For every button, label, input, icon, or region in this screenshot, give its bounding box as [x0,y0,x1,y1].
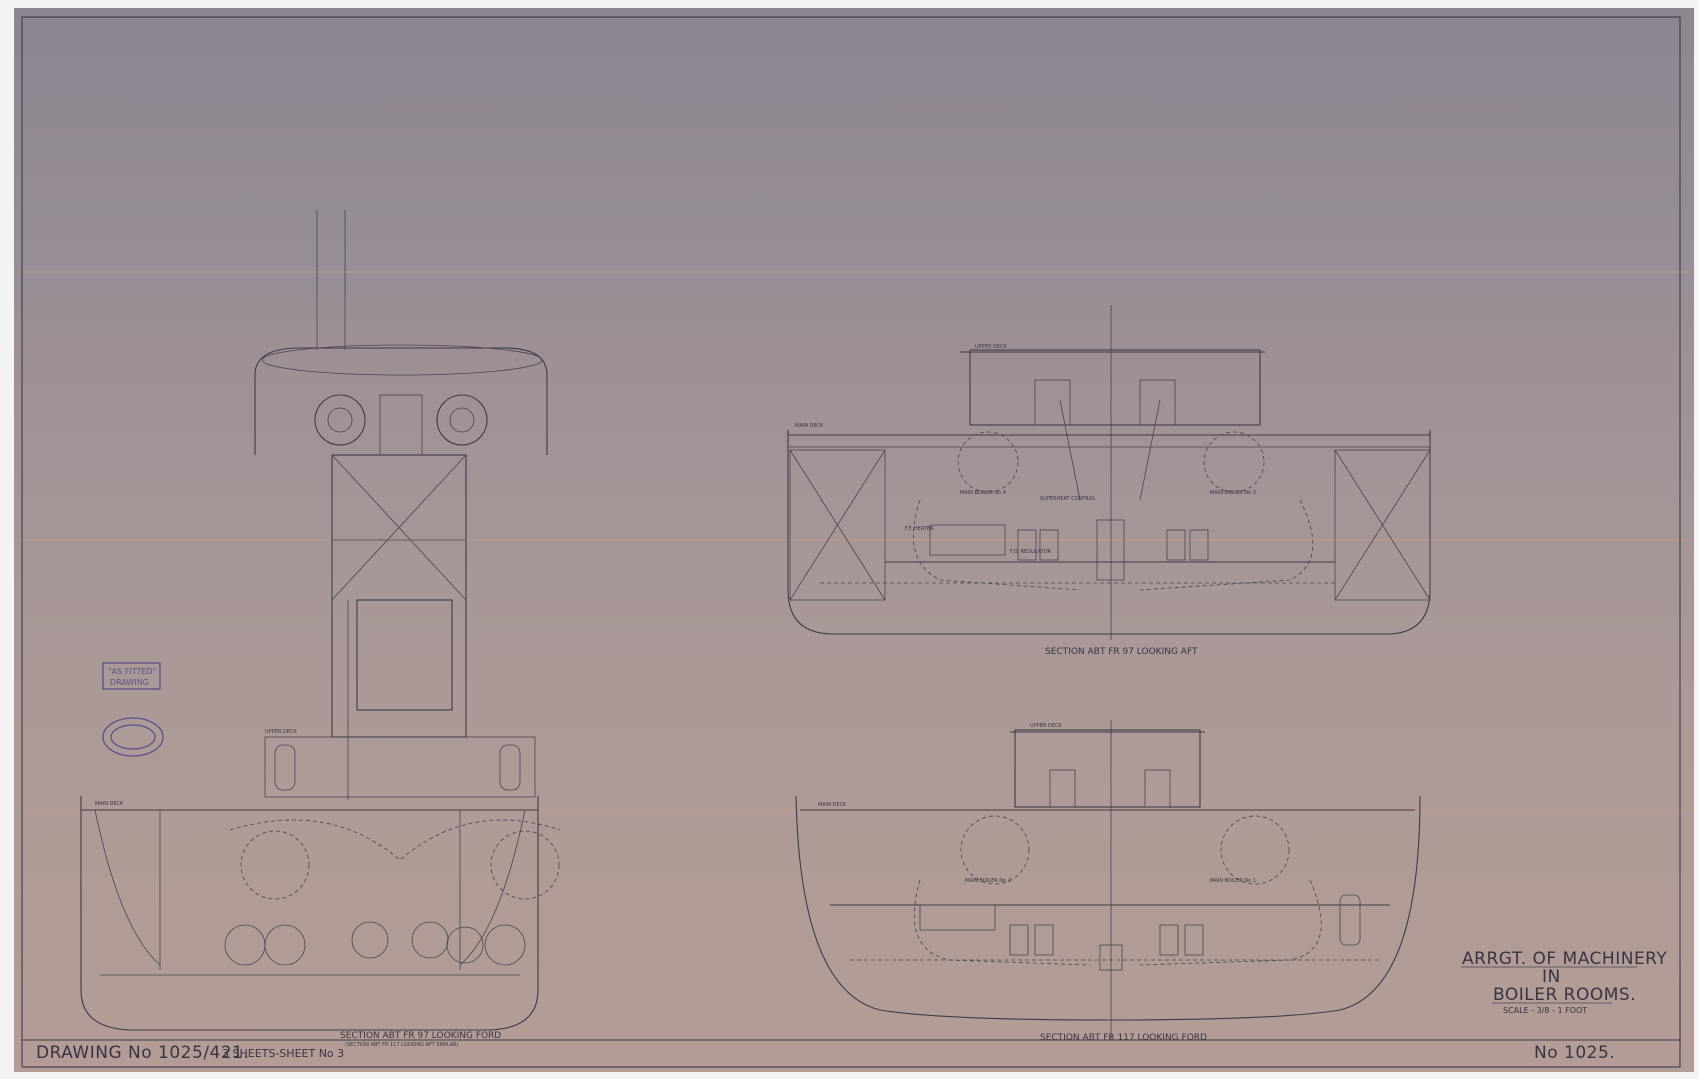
left-upper-deck-label: UPPER DECK [265,729,297,735]
drawing-number: DRAWING No 1025/421. [36,1043,249,1063]
boiler-1-label: MAIN BOILER No 1 [1210,878,1256,884]
boiler-2-label: MAIN BOILER No 2 [965,878,1011,884]
upper-right-upper-deck-label: UPPER DECK [975,344,1007,350]
lower-right-section-drawing: SECTION ABT FR 117 LOOKING FORD MAIN DEC… [795,720,1421,1043]
title-line-1: ARRGT. OF MACHINERY [1462,949,1667,969]
left-section-subcaption: (SECTION ABT FR 117 LOOKING AFT SIMILAR) [345,1042,459,1048]
superheat-label: SUPERHEAT CONTROL [1040,496,1096,502]
stamp-line-1: "AS FITTED" [108,667,156,676]
sheet-count: 3 SHEETS-SHEET No 3 [222,1047,344,1060]
left-section-caption: SECTION ABT FR 97 LOOKING FORD [340,1031,501,1041]
scale-label: SCALE - 3/8 - 1 FOOT [1503,1006,1587,1015]
lower-right-upper-deck-label: UPPER DECK [1030,723,1062,729]
sheet-border [21,16,1681,1068]
drawing-register-number: No 1025. [1534,1043,1615,1063]
as-fitted-stamp: "AS FITTED" DRAWING [102,662,161,690]
upper-right-main-deck-label: MAIN DECK [795,423,824,429]
lower-right-main-deck-label: MAIN DECK [818,802,847,808]
title-line-3: BOILER ROOMS. [1493,985,1636,1005]
fo-regulator-label: F.O. REGULATOR [1010,549,1052,555]
stamp-line-2: DRAWING [110,678,149,687]
upper-right-caption: SECTION ABT FR 97 LOOKING AFT [1045,647,1198,657]
boiler-3-label: MAIN BOILER No 3 [1210,490,1256,496]
lower-right-caption: SECTION ABT FR 117 LOOKING FORD [1040,1033,1207,1043]
boiler-4-label: MAIN BOILER No 4 [960,490,1006,496]
heater-label: F.F. HEATER [905,526,934,532]
left-main-deck-label: MAIN DECK [95,801,124,807]
title-line-2: IN [1542,967,1561,987]
title-block: ARRGT. OF MACHINERY IN BOILER ROOMS. SCA… [1461,949,1667,1063]
oval-stamp [102,717,164,757]
drawing-sheet [14,8,1694,1072]
oval-stamp-inner [110,724,156,750]
upper-right-section-drawing: SECTION ABT FR 97 LOOKING AFT MAIN DECK … [787,305,1431,657]
left-section-drawing: SECTION ABT FR 97 LOOKING FORD (SECTION … [80,210,561,1048]
